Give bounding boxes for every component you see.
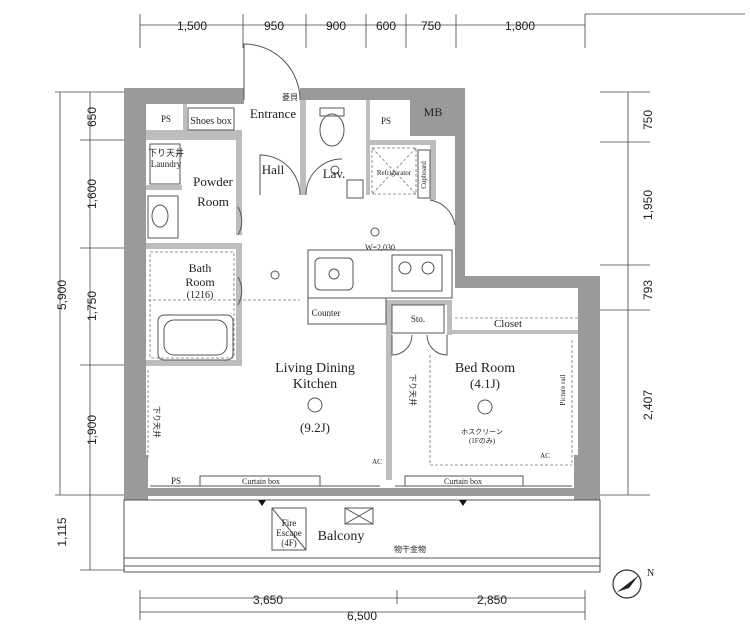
exterior-walls xyxy=(124,88,600,500)
compass-arrow-icon xyxy=(617,575,639,592)
left-dimension-line: 5,900 650 1,600 1,750 1,900 1,115 xyxy=(55,91,125,571)
bed-size-label: (4.1J) xyxy=(470,376,500,391)
fire-escape-label-3: (4F) xyxy=(281,538,297,548)
picture-rail-label: Picture rail xyxy=(559,374,567,405)
dim-left-2: 1,600 xyxy=(85,179,99,209)
powder-room-label-1: Powder xyxy=(193,174,233,189)
screen-note-2: (1Fのみ) xyxy=(469,437,496,445)
curtain-box-right-label: Curtain box xyxy=(444,477,482,486)
dim-top-5: 750 xyxy=(421,19,441,33)
bath-room-label-1: Bath xyxy=(189,261,212,275)
dim-right-2: 1,950 xyxy=(641,190,655,220)
dim-left-3: 1,750 xyxy=(85,291,99,321)
entrance-label: Entrance xyxy=(250,106,296,121)
lav-label: Lav. xyxy=(323,166,346,181)
cupboard-label: Cupboard xyxy=(420,161,428,189)
interior-walls xyxy=(146,100,578,480)
compass-ring xyxy=(612,569,642,599)
powder-room-label-2: Room xyxy=(197,194,229,209)
dim-top-2: 950 xyxy=(264,19,284,33)
compass-n-label: N xyxy=(647,568,654,579)
dim-right-3: 793 xyxy=(641,280,655,300)
closet-label: Closet xyxy=(494,318,522,330)
bath-room-label-2: Room xyxy=(185,275,215,289)
ps-label-top-mid: PS xyxy=(381,116,391,126)
ldk-label-1: Living Dining xyxy=(275,361,355,376)
dim-right-4: 2,407 xyxy=(641,390,655,420)
hall-label: Hall xyxy=(262,162,285,177)
dim-left-4: 1,900 xyxy=(85,415,99,445)
ps-label-top-left: PS xyxy=(161,114,171,124)
dim-left-total: 5,900 xyxy=(55,280,69,310)
entrance-note: 菱貝 xyxy=(282,92,298,102)
screen-note-1: ホスクリーン xyxy=(461,428,503,436)
dim-top-6: 1,800 xyxy=(505,19,535,33)
dim-bottom-total: 6,500 xyxy=(347,609,377,623)
ldk-size-label: (9.2J) xyxy=(300,420,330,435)
ldk-ceiling-note: 下り天井 xyxy=(152,406,162,438)
right-dimension-line: 750 1,950 793 2,407 xyxy=(600,91,655,496)
dim-left-5: 1,115 xyxy=(55,517,69,546)
laundry-label: Laundry xyxy=(151,159,182,169)
fixtures xyxy=(123,107,601,573)
counter-label: Counter xyxy=(312,308,341,318)
top-dimension-line: 1,500 950 900 600 750 1,800 xyxy=(139,13,745,48)
mb-label: MB xyxy=(424,105,443,119)
dim-left-1: 650 xyxy=(85,107,99,127)
ac-label-bed: AC xyxy=(540,452,550,460)
dim-top-1: 1,500 xyxy=(177,19,207,33)
balcony-label: Balcony xyxy=(318,529,365,544)
bath-size-label: (1216) xyxy=(187,290,214,301)
fire-escape-label-2: Escape xyxy=(276,528,301,538)
ps-label-bottom: PS xyxy=(171,476,181,486)
north-compass: N xyxy=(612,568,654,599)
dim-right-1: 750 xyxy=(641,110,655,130)
fire-escape-label-1: Fire xyxy=(282,518,297,528)
counter-width-label: W=2,030 xyxy=(365,243,395,252)
shoes-box-label: Shoes box xyxy=(190,116,231,127)
ldk-label-2: Kitchen xyxy=(293,377,337,392)
dim-bottom-2: 2,850 xyxy=(477,593,507,607)
dim-top-4: 600 xyxy=(376,19,396,33)
bed-ceiling-note: 下り天井 xyxy=(408,374,418,406)
drying-hardware-label: 物干金物 xyxy=(394,544,426,554)
laundry-ceiling-note: 下り天井 xyxy=(148,147,184,158)
bed-room-label: Bed Room xyxy=(455,361,515,376)
dim-bottom-1: 3,650 xyxy=(253,593,283,607)
ac-label-ldk: AC xyxy=(372,458,382,466)
refrigerator-label: Refrigerator xyxy=(377,169,412,177)
curtain-box-left-label: Curtain box xyxy=(242,477,280,486)
room-labels: PS Shoes box 菱貝 Entrance PS MB 下り天井 Laun… xyxy=(148,92,567,554)
bottom-dimension-line: 3,650 2,850 6,500 xyxy=(139,590,586,623)
dim-top-3: 900 xyxy=(326,19,346,33)
storage-label: Sto. xyxy=(411,314,425,324)
doors xyxy=(237,43,456,356)
